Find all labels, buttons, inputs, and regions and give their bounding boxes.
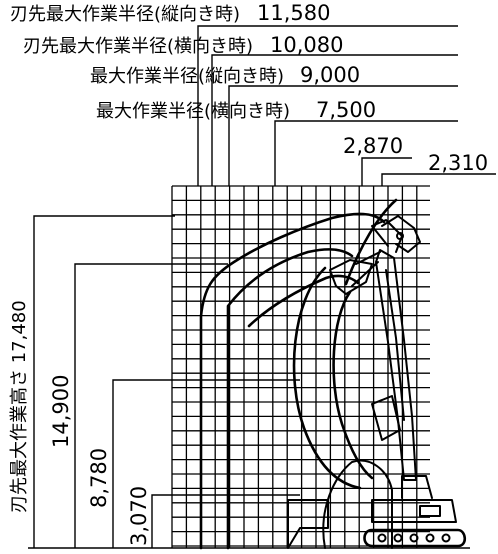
dim-line-3070 xyxy=(151,494,300,548)
label-max-height: 刃先最大作業高さ 17,480 xyxy=(9,300,30,513)
value-h3: 8,780 xyxy=(87,448,111,508)
upper-linkage xyxy=(329,259,373,295)
value-h2: 14,900 xyxy=(49,375,73,448)
dim-line-17480 xyxy=(33,215,175,548)
radius-labels: 刃先最大作業半径(縦向き時) 11,580 刃先最大作業半径(横向き時) 10,… xyxy=(10,1,488,175)
excavator-boom-inner xyxy=(385,269,405,421)
value-r4: 7,500 xyxy=(316,98,376,122)
value-w1: 2,870 xyxy=(343,134,403,158)
value-r3: 9,000 xyxy=(300,63,360,87)
inner-dig-curve xyxy=(332,290,374,480)
upper-envelope-curve xyxy=(226,248,354,550)
excavator-arm xyxy=(371,219,403,253)
label-r1: 刃先最大作業半径(縦向き時) xyxy=(10,4,240,25)
dim-line-14900 xyxy=(74,263,228,548)
value-r2: 10,080 xyxy=(270,33,343,57)
dim-line-8780 xyxy=(112,379,300,548)
radius-dimension-lines xyxy=(197,25,496,186)
dim-line-11580 xyxy=(197,25,458,186)
height-labels: 刃先最大作業高さ 17,480 14,900 8,780 3,070 xyxy=(9,300,151,546)
excavator-body-detail xyxy=(419,505,441,517)
tail-swing-outline xyxy=(322,459,393,549)
base-platform-outline xyxy=(287,499,329,549)
track-rollers xyxy=(377,533,451,543)
working-envelope xyxy=(199,198,398,550)
excavator-boom xyxy=(375,249,417,481)
label-r3: 最大作業半径(縦向き時) xyxy=(90,66,284,87)
upper-linkage-strut xyxy=(351,251,381,287)
dig-envelope-curve xyxy=(292,266,362,490)
tail-swing-area xyxy=(287,459,393,549)
excavator-body xyxy=(371,499,457,523)
label-r2: 刃先最大作業半径(横向き時) xyxy=(23,36,253,57)
height-dimension-lines xyxy=(33,215,300,548)
value-w2: 2,310 xyxy=(428,151,488,175)
label-r4: 最大作業半径(横向き時) xyxy=(96,101,290,122)
dim-line-2870 xyxy=(361,157,412,186)
bucket-pin xyxy=(396,232,404,240)
excavator-cab xyxy=(401,475,433,499)
secondary-arm xyxy=(371,395,401,441)
excavator-bucket xyxy=(381,215,421,253)
rear-envelope-curve xyxy=(344,198,398,286)
dim-line-2310 xyxy=(381,173,496,186)
value-h4: 3,070 xyxy=(127,486,151,546)
outer-envelope-curve xyxy=(199,212,386,550)
dim-line-9000 xyxy=(228,85,458,186)
excavator-track xyxy=(363,528,467,548)
dim-line-7500 xyxy=(274,120,458,186)
value-r1: 11,580 xyxy=(257,1,330,25)
excavator-figure xyxy=(329,215,467,548)
dim-line-10080 xyxy=(211,54,458,186)
